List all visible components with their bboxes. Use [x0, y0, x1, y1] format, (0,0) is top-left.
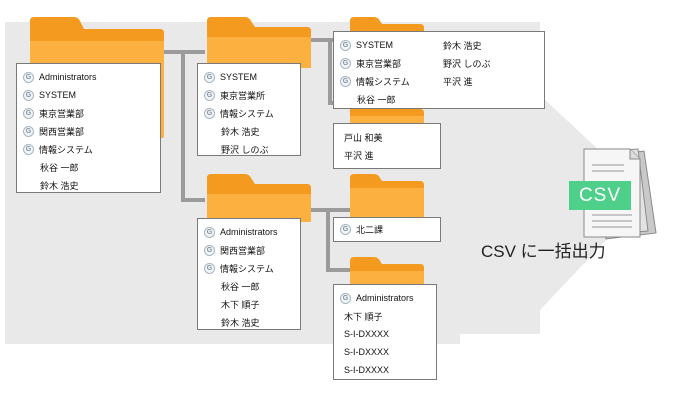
user-entry: 鈴木 浩史 — [221, 126, 260, 137]
folder-icon[interactable] — [348, 255, 426, 285]
user-entry: 木下 順子 — [221, 299, 260, 310]
group-icon: G — [204, 226, 215, 238]
group-icon: G — [204, 244, 215, 256]
user-entry: 平沢 進 — [344, 150, 374, 161]
group-icon: G — [340, 39, 351, 51]
group-icon: G — [204, 262, 215, 274]
export-caption: CSV に一括出力 — [481, 242, 606, 261]
user-entry: 野沢 しのぶ — [443, 58, 491, 69]
group-icon: G — [23, 89, 34, 101]
group-icon: G — [204, 107, 215, 119]
group-icon: G — [23, 71, 34, 83]
folder-icon[interactable] — [205, 172, 313, 222]
csv-label: CSV — [569, 181, 631, 210]
user-entry: 秋谷 一郎 — [221, 281, 260, 292]
group-icon: G — [204, 89, 215, 101]
group-icon: G — [340, 292, 351, 304]
user-entry: S-I-DXXXX — [344, 329, 390, 339]
user-entry: 平沢 進 — [443, 76, 473, 87]
group-icon: G — [340, 223, 351, 235]
group-icon: G — [23, 125, 34, 137]
user-entry: S-I-DXXXX — [344, 347, 390, 357]
user-entry: 秋谷 一郎 — [40, 162, 79, 173]
user-entry: 木下 順子 — [344, 311, 383, 322]
folder-icon[interactable] — [205, 15, 313, 70]
group-icon: G — [23, 143, 34, 155]
user-entry: 秋谷 一郎 — [357, 94, 396, 105]
folder-icon[interactable] — [348, 172, 426, 218]
user-entry: 鈴木 浩史 — [443, 40, 482, 51]
user-entry: 戸山 和美 — [344, 132, 383, 143]
group-icon: G — [23, 107, 34, 119]
group-icon: G — [204, 71, 215, 83]
permission-list-d: 戸山 和美 平沢 進 — [333, 123, 441, 169]
group-icon: G — [340, 57, 351, 69]
group-icon: G — [340, 75, 351, 87]
user-entry: S-I-DXXXX — [344, 365, 390, 375]
user-entry: 鈴木 浩史 — [40, 180, 79, 191]
user-entry: 野沢 しのぶ — [221, 144, 269, 155]
user-entry: 鈴木 浩史 — [221, 317, 260, 328]
